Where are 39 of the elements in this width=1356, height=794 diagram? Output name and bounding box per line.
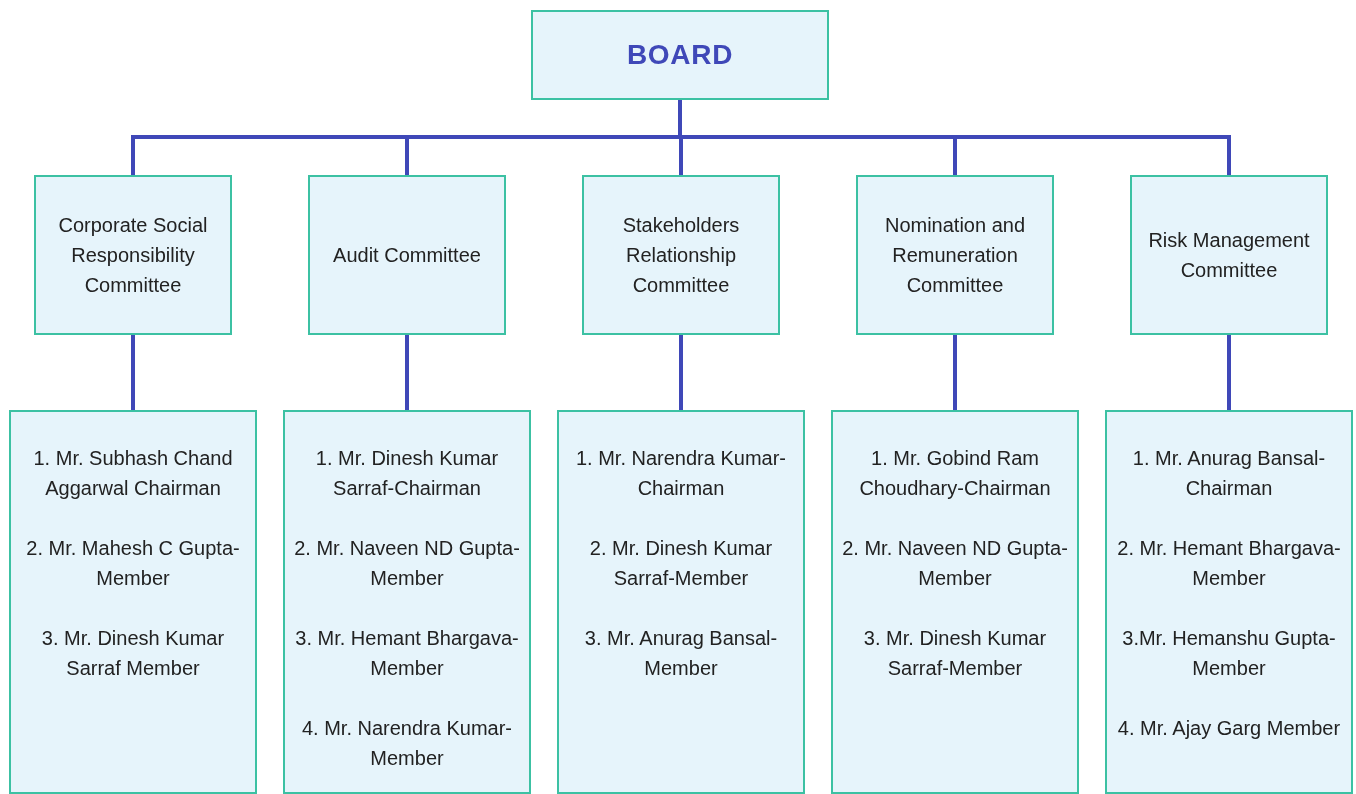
- member-name: 1. Mr. Narendra Kumar-Chairman: [574, 446, 788, 501]
- member-name: 4. Mr. Narendra Kumar-Member: [300, 716, 514, 771]
- member-name: 3. Mr. Dinesh Kumar Sarraf-Member: [862, 626, 1048, 681]
- committee-box: [856, 175, 1054, 335]
- member-name: 3.Mr. Hemanshu Gupta-Member: [1121, 626, 1337, 681]
- committee-box: [1130, 175, 1328, 335]
- member-name: 2. Mr. Mahesh C Gupta-Member: [25, 536, 241, 591]
- member-name: 1. Mr. Dinesh Kumar Sarraf-Chairman: [314, 446, 500, 501]
- board-box: [531, 10, 829, 100]
- member-name: 2. Mr. Naveen ND Gupta-Member: [841, 536, 1069, 591]
- member-name: 1. Mr. Gobind Ram Choudhary-Chairman: [858, 446, 1052, 501]
- member-list-box: [283, 410, 531, 794]
- member-list-box: [831, 410, 1079, 794]
- committee-box: [308, 175, 506, 335]
- committee-name: Corporate Social Responsibility Committee: [57, 213, 209, 298]
- connector-line: [405, 335, 409, 410]
- connector-line: [953, 335, 957, 410]
- member-name: 1. Mr. Anurag Bansal-Chairman: [1131, 446, 1327, 501]
- member-name: 3. Mr. Hemant Bhargava-Member: [294, 626, 520, 681]
- member-list-box: [557, 410, 805, 794]
- member-list-box: [1105, 410, 1353, 794]
- committee-name: Nomination and Remuneration Committee: [883, 213, 1027, 298]
- member-name: 2. Mr. Naveen ND Gupta-Member: [293, 536, 521, 591]
- member-name: 3. Mr. Dinesh Kumar Sarraf Member: [40, 626, 226, 681]
- board-title: BOARD: [626, 38, 734, 72]
- committee-box: [582, 175, 780, 335]
- member-name: 1. Mr. Subhash Chand Aggarwal Chairman: [32, 446, 234, 501]
- member-name: 2. Mr. Dinesh Kumar Sarraf-Member: [588, 536, 774, 591]
- member-name: 2. Mr. Hemant Bhargava-Member: [1116, 536, 1342, 591]
- member-name: 3. Mr. Anurag Bansal-Member: [583, 626, 779, 681]
- connector-line: [679, 335, 683, 410]
- connector-line: [1227, 335, 1231, 410]
- member-list-box: [9, 410, 257, 794]
- committee-box: [34, 175, 232, 335]
- connector-line: [131, 335, 135, 410]
- committee-name: Risk Management Committee: [1148, 228, 1310, 283]
- committee-name: Stakeholders Relationship Committee: [621, 213, 741, 298]
- committee-name: Audit Committee: [333, 243, 481, 268]
- member-name: 4. Mr. Ajay Garg Member: [1117, 716, 1341, 741]
